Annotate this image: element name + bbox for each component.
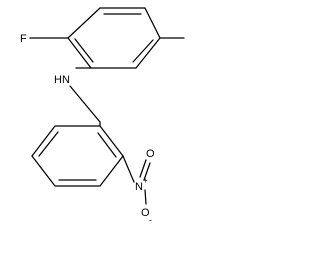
ring-b-bond	[99, 125, 124, 157]
ring-a-bond	[144, 7, 161, 39]
c-nitro-bond	[122, 155, 135, 183]
n-ch2-bond	[69, 85, 101, 123]
ring-a-bond	[135, 37, 161, 69]
ring-b-double-bond-inner	[97, 132, 117, 158]
nitro-oxygen-single-label: O	[141, 207, 150, 219]
ring-a-double-bond-inner	[74, 38, 94, 63]
nitro-nitrogen-label: N	[135, 181, 143, 193]
ring-a-bond	[67, 37, 92, 69]
fluorine-atom-label: F	[20, 33, 27, 45]
n-o-double-bond-a	[139, 159, 147, 178]
ring-b-bond	[31, 155, 56, 187]
nitro-plus-charge: +	[143, 176, 148, 185]
fluoro-methyl-benzene-ring	[67, 7, 161, 69]
ring-b-double-bond-inner	[38, 131, 59, 157]
ring-b-bond	[31, 125, 56, 157]
n-o-single-bond	[144, 189, 147, 205]
ring-a-double-bond-inner	[132, 39, 154, 63]
nitro-minus-charge: -	[149, 215, 152, 225]
ring-a-bond	[67, 7, 101, 39]
amine-atom-label: HN	[54, 74, 70, 86]
nitro-oxygen-double-label: O	[146, 148, 155, 160]
ring-b-bond	[99, 155, 124, 187]
n-o-double-bond-b	[143, 162, 151, 181]
nitro-benzene-ring	[31, 125, 124, 187]
chemical-structure: F HN N + O O -	[20, 7, 185, 225]
